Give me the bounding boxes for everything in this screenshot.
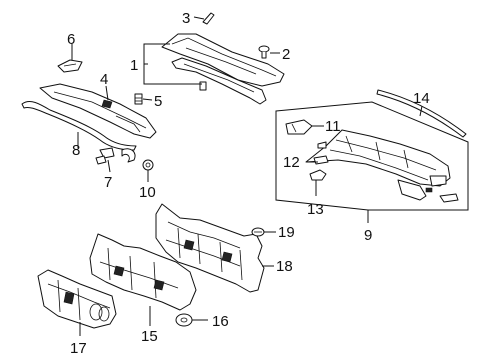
- part-14-molding: [376, 89, 467, 138]
- part-1-cowl-panel: [161, 33, 285, 105]
- part-8-seal: [21, 101, 137, 151]
- part-19-grommet: [251, 227, 265, 237]
- part-16-grommet: [175, 313, 193, 327]
- part-15-insulator: [89, 233, 197, 311]
- callout-8: 8: [72, 142, 80, 159]
- callout-14: 14: [413, 90, 430, 107]
- callout-4: 4: [100, 71, 108, 88]
- callout-10: 10: [139, 184, 156, 201]
- callout-11: 11: [325, 118, 341, 135]
- part-10-grommet: [142, 159, 154, 171]
- callout-17: 17: [70, 340, 87, 357]
- leader-lines: [71, 16, 423, 336]
- callout-15: 15: [141, 328, 158, 345]
- callout-3: 3: [182, 10, 190, 27]
- part-17-silencer: [37, 269, 117, 329]
- callout-5: 5: [154, 93, 162, 110]
- callout-2: 2: [282, 46, 290, 63]
- part-3-strip: [202, 12, 215, 25]
- part-5-fastener: [134, 81, 207, 105]
- callout-18: 18: [276, 258, 293, 275]
- part-6-bracket: [57, 59, 83, 73]
- callout-1: 1: [130, 57, 138, 74]
- part-2-clip: [258, 45, 270, 59]
- callout-9: 9: [364, 227, 372, 244]
- callout-6: 6: [67, 31, 75, 48]
- part-7-bracket: [95, 147, 136, 165]
- callout-12: 12: [283, 154, 300, 171]
- callout-7: 7: [104, 174, 112, 191]
- callouts: 1 2 3 4 5 6 7 8 9 10 11 12 13 14 15 16 1…: [67, 10, 430, 357]
- part-4-cowl-top: [39, 83, 157, 139]
- callout-19: 19: [278, 224, 295, 241]
- part-9-assembly-box: [275, 101, 469, 211]
- callout-13: 13: [307, 201, 324, 218]
- callout-16: 16: [212, 313, 229, 330]
- part-18-insulator: [155, 203, 265, 293]
